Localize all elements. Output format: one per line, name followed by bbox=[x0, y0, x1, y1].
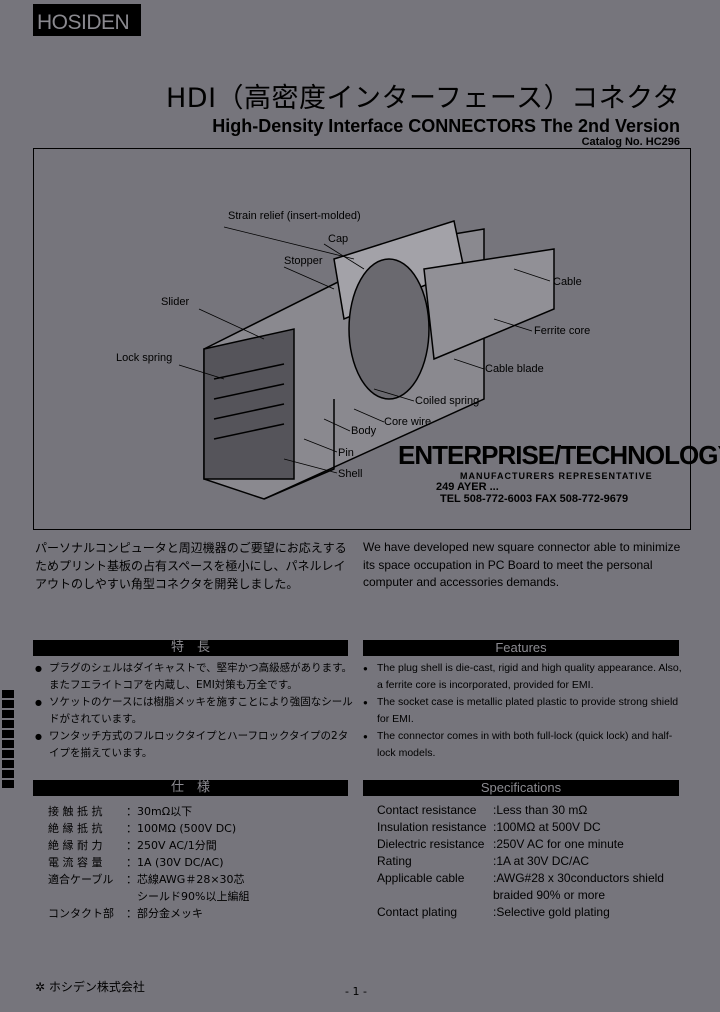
spec-value: ：1A (30V DC/AC) bbox=[126, 856, 224, 869]
label-cap: Cap bbox=[328, 233, 349, 245]
intro-en: We have developed new square connector a… bbox=[363, 540, 681, 589]
list-item: プラグのシェルはダイキャストで、堅牢かつ高級感があります。またフエライトコアを内… bbox=[35, 660, 355, 694]
table-row: シールド90%以上編組 bbox=[48, 888, 249, 905]
spec-label: Applicable cable bbox=[377, 871, 465, 885]
table-row: Dielectric resistance :250V AC for one mi… bbox=[377, 837, 664, 854]
label-cable-blade: Cable blade bbox=[485, 363, 544, 375]
connector-illustration bbox=[178, 220, 555, 500]
spec-value: :100MΩ at 500V DC bbox=[493, 820, 601, 834]
spec-value: ：100MΩ (500V DC) bbox=[126, 822, 237, 835]
specs-jp-header: 仕 様 bbox=[33, 780, 348, 796]
stamp-address: 249 AYER ... bbox=[436, 481, 499, 493]
distributor-stamp: ENTERPRISE/TECHNOLOGY MANUFACTURERS REPR… bbox=[398, 440, 720, 505]
table-row: Contact plating :Selective gold plating bbox=[377, 905, 664, 922]
spec-label: コンタクト部 bbox=[48, 907, 114, 920]
label-shell: Shell bbox=[338, 468, 363, 480]
spec-value: ：部分金メッキ bbox=[126, 907, 203, 920]
spec-label bbox=[377, 888, 493, 905]
features-en-header: Features bbox=[363, 640, 679, 656]
spec-label: 電 流 容 量 bbox=[48, 856, 103, 869]
page-number: - 1 - bbox=[345, 985, 367, 998]
label-ferrite-core: Ferrite core bbox=[534, 325, 591, 337]
label-core-wire: Core wire bbox=[384, 416, 432, 428]
table-row: 適合ケーブル ：芯線AWG＃28×30芯 bbox=[48, 871, 249, 888]
hosiden-mark-icon: ✲ bbox=[35, 980, 49, 994]
margin-index-mark bbox=[2, 690, 14, 790]
label-body: Body bbox=[351, 425, 377, 437]
features-jp-header: 特 長 bbox=[33, 640, 348, 656]
table-row: Applicable cable :AWG#28 x 30conductors s… bbox=[377, 871, 664, 888]
table-row: 絶 縁 耐 力 ：250V AC/1分間 bbox=[48, 837, 249, 854]
spec-value: :1A at 30V DC/AC bbox=[493, 854, 590, 868]
list-item: The plug shell is die-cast, rigid and hi… bbox=[363, 660, 683, 694]
page-title-en: High-Density Interface CONNECTORS The 2n… bbox=[212, 116, 680, 136]
stamp-phone: TEL 508-772-6003 FAX 508-772-9679 bbox=[440, 493, 629, 505]
spec-label: 接 触 抵 抗 bbox=[48, 805, 103, 818]
table-row: 絶 縁 抵 抗 ：100MΩ (500V DC) bbox=[48, 820, 249, 837]
table-row: 接 触 抵 抗 ：30mΩ以下 bbox=[48, 803, 249, 820]
table-row: 電 流 容 量 ：1A (30V DC/AC) bbox=[48, 854, 249, 871]
label-slider: Slider bbox=[161, 296, 190, 308]
table-row: コンタクト部 ：部分金メッキ bbox=[48, 905, 249, 922]
spec-label: 絶 縁 抵 抗 bbox=[48, 822, 103, 835]
spec-value: :AWG#28 x 30conductors shield bbox=[493, 871, 664, 885]
connector-diagram: Strain relief (insert-molded) Cap Stoppe… bbox=[33, 148, 691, 530]
features-jp-list: プラグのシェルはダイキャストで、堅牢かつ高級感があります。またフエライトコアを内… bbox=[35, 660, 355, 762]
list-item: ワンタッチ方式のフルロックタイプとハーフロックタイプの2タイプを揃えています。 bbox=[35, 728, 355, 762]
features-en-list: The plug shell is die-cast, rigid and hi… bbox=[363, 660, 683, 762]
page-title-jp: HDI（高密度インターフェース）コネクタ bbox=[165, 83, 680, 114]
spec-value: :250V AC for one minute bbox=[493, 837, 624, 851]
specs-en-header: Specifications bbox=[363, 780, 679, 796]
spec-value: ：芯線AWG＃28×30芯 bbox=[126, 873, 245, 886]
label-stopper: Stopper bbox=[284, 255, 323, 267]
hosiden-logo: HOSIDEN bbox=[33, 4, 141, 36]
spec-value: braided 90% or more bbox=[493, 888, 606, 902]
company-name: ホシデン株式会社 bbox=[48, 980, 145, 994]
footer-company: ✲ ホシデン株式会社 bbox=[35, 978, 145, 995]
list-item: ソケットのケースには樹脂メッキを施すことにより強固なシールドがされています。 bbox=[35, 694, 355, 728]
specs-jp-table: 接 触 抵 抗：30mΩ以下絶 縁 抵 抗：100MΩ (500V DC)絶 縁… bbox=[48, 803, 249, 922]
spec-value: シールド90%以上編組 bbox=[126, 890, 250, 903]
catalog-number: Catalog No. HC296 bbox=[581, 136, 680, 148]
label-cable: Cable bbox=[553, 276, 582, 288]
spec-label: 絶 縁 耐 力 bbox=[48, 839, 103, 852]
spec-value: :Less than 30 mΩ bbox=[493, 803, 588, 817]
spec-value: ：250V AC/1分間 bbox=[126, 839, 217, 852]
spec-value: ：30mΩ以下 bbox=[126, 805, 193, 818]
spec-value: :Selective gold plating bbox=[493, 905, 610, 919]
list-item: The connector comes in with both full-lo… bbox=[363, 728, 683, 762]
table-row: braided 90% or more bbox=[377, 888, 664, 905]
specs-en-table: Contact resistance :Less than 30 mΩ Insula… bbox=[377, 803, 664, 922]
spec-label bbox=[48, 888, 126, 905]
spec-label: Rating bbox=[377, 854, 412, 868]
label-lock-spring: Lock spring bbox=[116, 352, 173, 364]
spec-label: 適合ケーブル bbox=[48, 873, 114, 886]
spec-label: Contact plating bbox=[377, 905, 458, 919]
table-row: Insulation resistance :100MΩ at 500V DC bbox=[377, 820, 664, 837]
label-pin: Pin bbox=[338, 447, 354, 459]
table-row: Rating :1A at 30V DC/AC bbox=[377, 854, 664, 871]
label-strain-relief: Strain relief (insert-molded) bbox=[228, 210, 361, 222]
list-item: The socket case is metallic plated plast… bbox=[363, 694, 683, 728]
stamp-subtitle: MANUFACTURERS REPRESENTATIVE bbox=[460, 471, 653, 481]
spec-label: Insulation resistance bbox=[377, 820, 487, 834]
label-coiled-spring: Coiled spring bbox=[415, 395, 480, 407]
stamp-name: ENTERPRISE/TECHNOLOGY bbox=[398, 440, 720, 470]
intro-jp: パーソナルコンピュータと周辺機器のご要望にお応えするためプリント基板の占有スペー… bbox=[35, 541, 347, 591]
spec-label: Dielectric resistance bbox=[377, 837, 485, 851]
table-row: Contact resistance :Less than 30 mΩ bbox=[377, 803, 664, 820]
spec-label: Contact resistance bbox=[377, 803, 477, 817]
